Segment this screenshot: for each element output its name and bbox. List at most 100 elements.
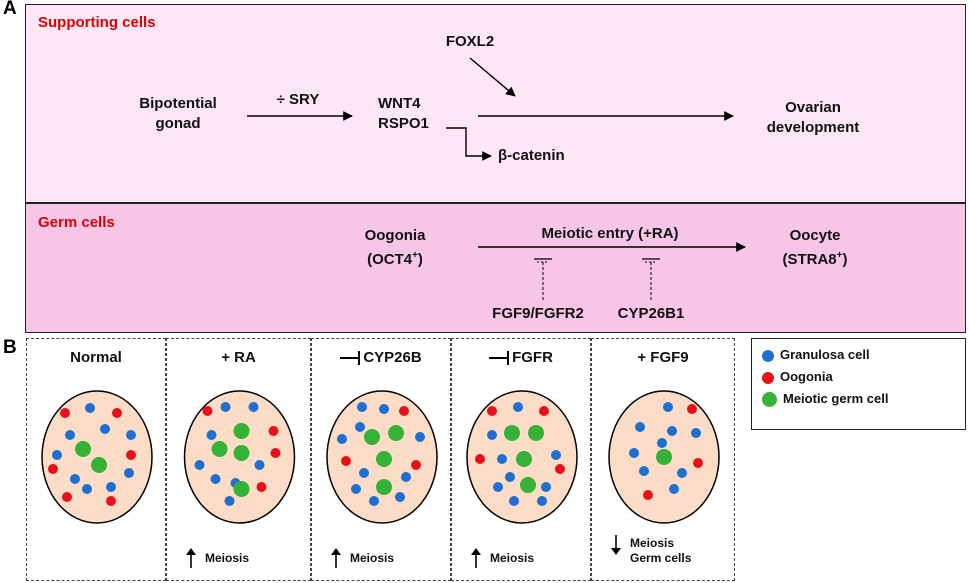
effect-text: Meiosis — [205, 551, 249, 566]
granulosa-dot — [395, 492, 405, 502]
effect-label: Meiosis — [471, 548, 535, 568]
granulosa-dot — [70, 474, 80, 484]
stra8-line: (STRA8+) — [760, 246, 870, 270]
meiotic-cell-dot — [504, 425, 520, 441]
arrow-up-icon — [471, 548, 481, 568]
effect-line: Meiosis — [350, 551, 395, 565]
inhibit-icon — [340, 351, 361, 366]
gonad-oval — [326, 390, 438, 524]
granulosa-dot — [124, 468, 134, 478]
meiotic-cell-dot — [233, 423, 250, 439]
germ-cells-title: Germ cells — [38, 214, 115, 231]
gonad-oval — [466, 390, 578, 524]
granulosa-dot — [126, 430, 136, 440]
wnt4-label: WNT4 — [378, 95, 421, 112]
ovarian-line1: Ovarian — [785, 99, 841, 116]
oogonia-dot — [487, 406, 497, 416]
foxl2-label: FOXL2 — [445, 33, 495, 50]
granulosa-dot — [359, 468, 369, 478]
legend-granulosa-label: Granulosa cell — [780, 347, 870, 362]
meiotic-cell-dot — [364, 429, 380, 445]
meiotic-cell-dot — [516, 451, 532, 467]
oogonia-line1: Oogonia — [364, 227, 426, 244]
granulosa-dot — [106, 482, 116, 492]
oct4-text: (OCT4 — [367, 251, 413, 268]
legend-oogonia-label: Oogonia — [780, 369, 833, 384]
meiotic-dot-icon — [762, 392, 777, 408]
granulosa-dot — [206, 430, 217, 440]
gonad-oval — [41, 390, 153, 524]
panel-a-label: A — [3, 0, 17, 19]
meiotic-cell-dot — [233, 481, 250, 497]
granulosa-dot — [351, 484, 361, 494]
oogonia-dot — [48, 464, 58, 474]
oogonia-dot — [126, 450, 136, 460]
effect-text: Meiosis — [350, 551, 394, 566]
inhibit-icon — [489, 351, 510, 366]
rspo1-label: RSPO1 — [378, 115, 429, 132]
oogonia-dot — [539, 406, 549, 416]
granulosa-dot — [65, 430, 75, 440]
legend: Granulosa cell Oogonia Meiotic germ cell — [751, 338, 966, 430]
ovarian-line2: development — [766, 119, 860, 136]
oocyte-label: Oocyte (STRA8+) — [760, 226, 870, 270]
sry-label: ÷ SRY — [276, 91, 320, 108]
granulosa-dot — [248, 402, 259, 412]
panel-b-label: B — [3, 337, 17, 358]
meiotic-cell-dot — [388, 425, 404, 441]
condition-title-text: CYP26B — [363, 349, 422, 366]
condition-title-text: + RA — [221, 349, 256, 366]
oogonia-label: Oogonia (OCT4+) — [340, 226, 450, 270]
granulosa-dot — [415, 432, 425, 442]
beta-catenin-label: β-catenin — [498, 147, 565, 164]
granulosa-dot — [85, 403, 95, 413]
oogonia-dot — [341, 456, 351, 466]
granulosa-dot — [369, 496, 379, 506]
granulosa-dot — [487, 430, 497, 440]
condition-panel-3: CYP26B Meiosis — [311, 338, 451, 581]
germ-cells-box: Germ cells — [25, 203, 966, 333]
meiotic-cell-dot — [656, 449, 672, 465]
granulosa-dot — [513, 402, 523, 412]
condition-panel-2: + RA Meiosis — [166, 338, 311, 581]
meiotic-cell-dot — [376, 479, 392, 495]
granulosa-dot — [635, 422, 645, 432]
oogonia-dot — [62, 492, 72, 502]
oogonia-dot — [270, 448, 281, 458]
oct4-line: (OCT4+) — [340, 246, 450, 270]
meiotic-cell-dot — [376, 451, 392, 467]
ovarian-development-label: Ovarian development — [748, 98, 878, 138]
supporting-cells-title: Supporting cells — [38, 14, 156, 31]
gonad-oval — [183, 390, 296, 524]
gonad-oval — [608, 390, 720, 524]
granulosa-dot — [355, 422, 365, 432]
oogonia-dot — [106, 496, 116, 506]
arrow-rspo1-to-catenin — [446, 127, 492, 161]
effect-line: Meiosis — [205, 551, 250, 565]
supporting-cells-box: Supporting cells — [25, 4, 966, 203]
oogonia-dot-icon — [762, 371, 774, 384]
oogonia-dot — [202, 406, 213, 416]
oogonia-dot — [687, 404, 697, 414]
granulosa-dot — [691, 428, 701, 438]
oct4-end: ) — [417, 251, 423, 268]
oogonia-dot — [256, 482, 267, 492]
condition-panel-4: FGFR Meiosis — [451, 338, 591, 581]
bipotential-gonad-label: Bipotential gonad — [118, 94, 238, 134]
granulosa-dot — [551, 450, 561, 460]
meiotic-entry-label: Meiotic entry (+RA) — [541, 225, 679, 242]
granulosa-dot — [639, 466, 649, 476]
effect-line: Meiosis — [490, 551, 535, 565]
oogonia-dot — [399, 406, 409, 416]
granulosa-dot — [677, 468, 687, 478]
legend-oogonia: Oogonia — [762, 369, 833, 384]
oogonia-dot — [475, 454, 485, 464]
condition-title-text: FGFR — [512, 349, 553, 366]
condition-panel-1: Normal — [26, 338, 166, 581]
effect-label: Meiosis — [186, 548, 249, 568]
meiotic-cell-dot — [233, 445, 250, 461]
granulosa-dot — [541, 482, 551, 492]
